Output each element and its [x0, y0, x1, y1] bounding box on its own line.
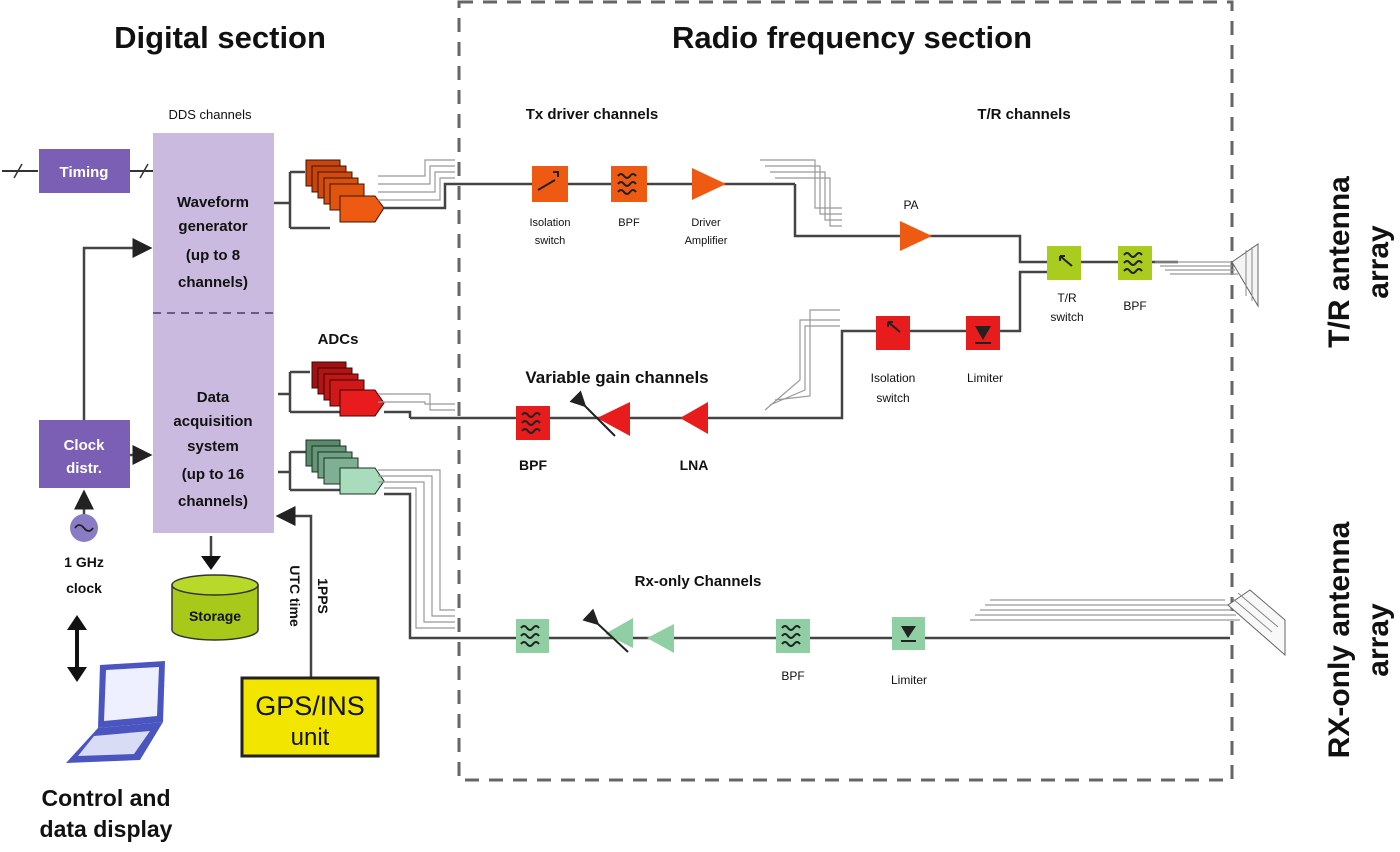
timing-label: Timing	[60, 164, 109, 181]
svg-text:BPF: BPF	[781, 669, 804, 683]
svg-text:Limiter: Limiter	[967, 371, 1003, 385]
control-display-label: Control and	[41, 785, 170, 811]
svg-text:Isolation: Isolation	[871, 371, 916, 385]
svg-text:GPS/INS: GPS/INS	[255, 691, 365, 721]
svg-text:distr.: distr.	[66, 460, 102, 477]
utc-time-label: UTC time	[287, 565, 303, 627]
svg-text:Limiter: Limiter	[891, 673, 927, 687]
rx-only-adc-stack	[278, 439, 1230, 640]
svg-text:Amplifier: Amplifier	[685, 235, 728, 247]
svg-text:LNA: LNA	[680, 457, 709, 473]
rx-bus	[764, 309, 840, 411]
svg-text:Waveform: Waveform	[177, 194, 249, 211]
svg-text:switch: switch	[876, 391, 909, 405]
rx-only-antenna-icon	[970, 589, 1286, 657]
tx-driver-title: Tx driver channels	[526, 106, 659, 123]
adc-stack	[278, 361, 455, 418]
tx-bpf	[611, 166, 647, 202]
svg-text:Data: Data	[197, 389, 230, 406]
tr-channels-title: T/R channels	[977, 106, 1070, 123]
svg-text:switch: switch	[1050, 310, 1083, 324]
pa-bus	[760, 159, 842, 227]
rxo-limiter	[892, 617, 925, 650]
rx-limiter	[966, 316, 1000, 350]
rx-only-title: Rx-only Channels	[635, 573, 762, 590]
pps-label: 1PPS	[315, 578, 331, 614]
storage-label: Storage	[189, 608, 241, 624]
tx-bus	[378, 159, 530, 210]
tr-bpf	[1118, 246, 1152, 280]
clock-distr-label: Clock	[64, 437, 106, 454]
rx-isolation-switch	[876, 316, 910, 350]
timing-block: Timing	[2, 149, 153, 193]
storage-cylinder: Storage	[171, 574, 259, 641]
rxo-bpf-1	[516, 619, 549, 653]
rf-section-title: Radio frequency section	[672, 20, 1032, 55]
rf-section-boundary	[457, 0, 1234, 782]
vg-bpf	[516, 406, 550, 440]
svg-text:channels): channels)	[178, 493, 248, 510]
svg-text:unit: unit	[291, 724, 330, 751]
waveform-generator: Waveform generator (up to 8 channels)	[177, 194, 249, 291]
variable-gain-title: Variable gain channels	[525, 368, 708, 387]
bidirectional-arrow-icon	[67, 615, 87, 682]
svg-text:acquisition: acquisition	[173, 413, 252, 430]
tx-isolation-switch	[532, 166, 568, 202]
tr-switch	[1047, 246, 1081, 280]
svg-text:BPF: BPF	[519, 457, 547, 473]
laptop-icon	[66, 661, 165, 763]
svg-text:(up to 16: (up to 16	[182, 466, 245, 483]
tr-antenna-array-label: T/R antenna	[1323, 176, 1356, 348]
svg-text:array: array	[1362, 603, 1395, 677]
svg-text:generator: generator	[178, 218, 247, 235]
svg-text:channels): channels)	[178, 274, 248, 291]
svg-text:data display: data display	[40, 816, 173, 842]
svg-text:T/R: T/R	[1057, 291, 1077, 305]
svg-text:PA: PA	[903, 198, 918, 212]
svg-text:system: system	[187, 438, 239, 455]
power-amplifier-icon	[900, 221, 932, 251]
svg-text:switch: switch	[535, 235, 566, 247]
svg-text:clock: clock	[66, 580, 102, 596]
svg-text:array: array	[1362, 225, 1395, 299]
svg-text:(up to 8: (up to 8	[186, 247, 240, 264]
driver-amplifier-icon	[692, 168, 726, 200]
svg-text:Driver: Driver	[691, 217, 721, 229]
rxo-variable-gain-amplifier-icon	[582, 608, 633, 653]
tr-antenna-icon	[1155, 243, 1259, 308]
svg-text:Isolation: Isolation	[530, 217, 571, 229]
variable-gain-amplifier-icon	[569, 390, 630, 437]
dds-channels-label: DDS channels	[168, 107, 252, 122]
gps-ins-unit	[240, 676, 380, 758]
clock-source-label: 1 GHz	[64, 554, 104, 570]
lna-icon	[680, 402, 708, 434]
rxo-lna-icon	[647, 624, 674, 653]
digital-core-block	[153, 133, 274, 533]
digital-section-title: Digital section	[114, 20, 326, 55]
rx-only-antenna-array-label: RX-only antenna	[1323, 521, 1356, 758]
svg-text:BPF: BPF	[618, 217, 640, 229]
adcs-label: ADCs	[318, 331, 359, 348]
dds-stack	[274, 159, 385, 230]
clock-distr-block	[39, 420, 130, 488]
data-acquisition-system: Data acquisition system (up to 16 channe…	[173, 389, 252, 510]
svg-text:BPF: BPF	[1123, 299, 1146, 313]
rxo-bpf-2	[776, 619, 810, 653]
